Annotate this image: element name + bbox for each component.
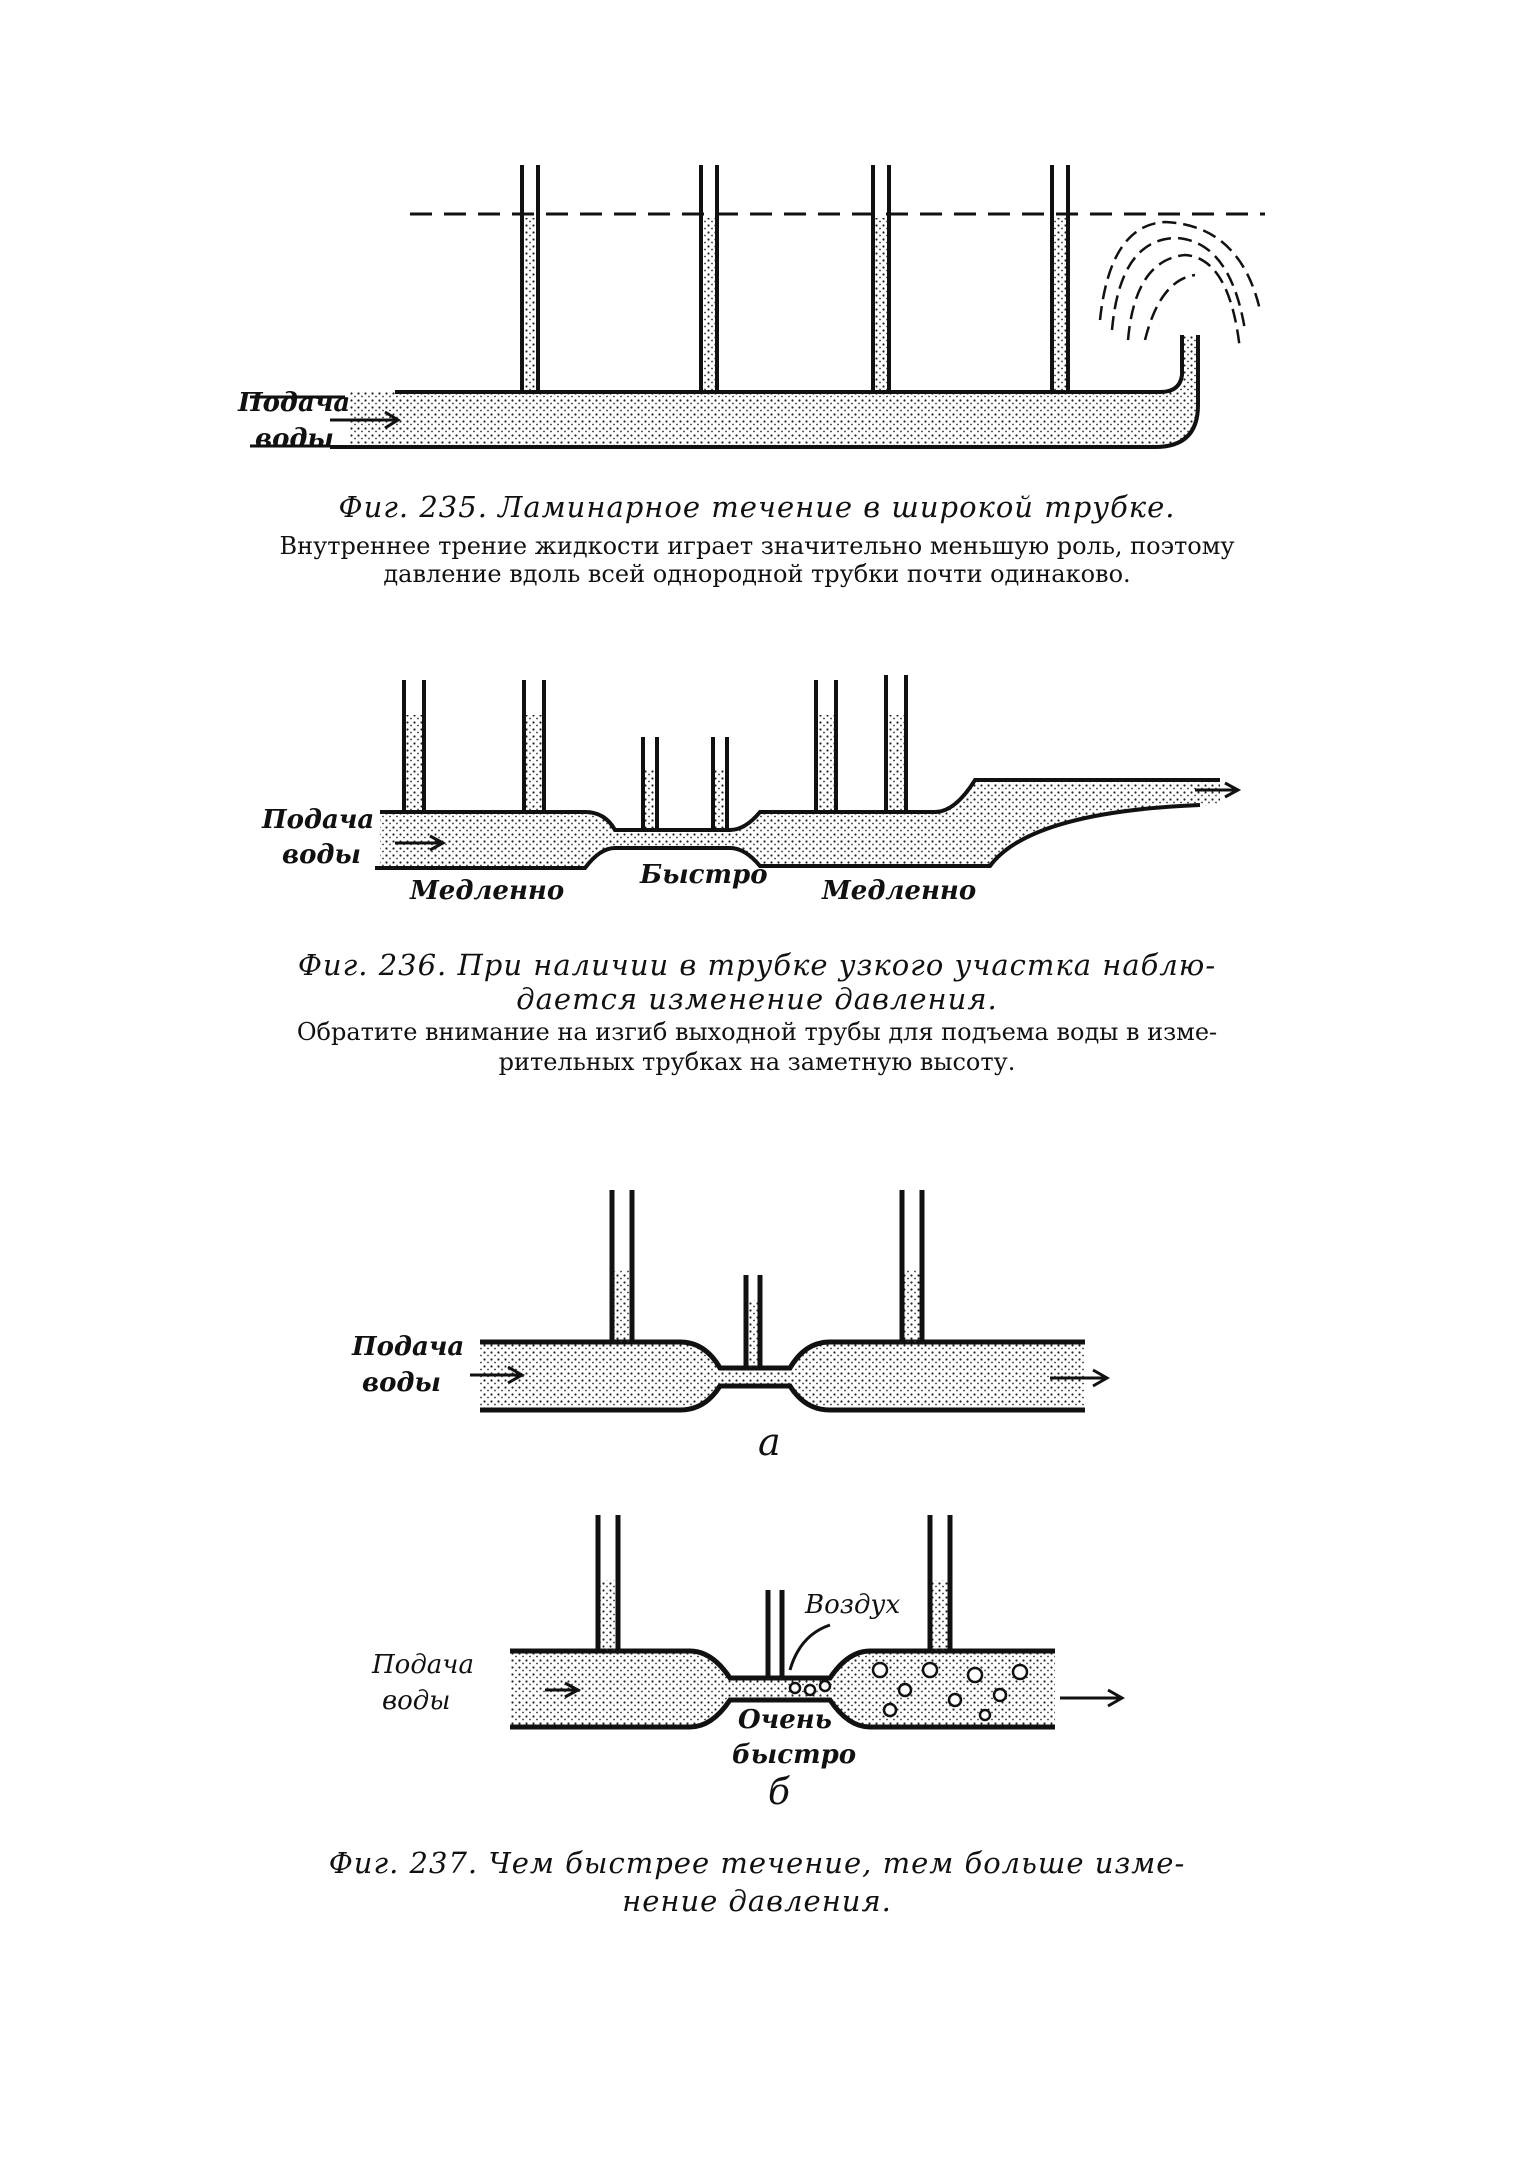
- fig235-label-water: воды: [255, 424, 334, 454]
- fig237a-label-supply: Подача: [352, 1332, 465, 1362]
- fig236-text-line2: рительных трубках на заметную высоту.: [498, 1048, 1016, 1076]
- fig237b-label-fast: быстро: [732, 1740, 857, 1770]
- fig236-label-supply: Подача: [262, 805, 375, 835]
- fig237b-label-air: Воздух: [805, 1590, 901, 1620]
- fig235-label-supply: Подача: [238, 388, 351, 418]
- fig237b-label-very: Очень: [738, 1705, 832, 1735]
- fig237-caption-line2: нение давления.: [622, 1884, 892, 1918]
- fig237b-label-water: воды: [382, 1686, 451, 1716]
- figure-235-diagram: [250, 165, 1265, 449]
- fig235-caption: Фиг. 235. Ламинарное течение в широкой т…: [338, 490, 1176, 524]
- fig236-label-slow-left: Медленно: [410, 876, 565, 906]
- fig236-caption-line1: Фиг. 236. При наличии в трубке узкого уч…: [297, 948, 1217, 982]
- fig236-text-line1: Обратите внимание на изгиб выходной труб…: [296, 1018, 1218, 1046]
- fig236-label-slow-right: Медленно: [822, 876, 977, 906]
- fig235-text-line1: Внутреннее трение жидкости играет значит…: [279, 532, 1235, 560]
- fig236-label-fast: Быстро: [640, 860, 768, 890]
- figure-237a-diagram: [470, 1190, 1111, 1413]
- fig237b-letter: б: [768, 1772, 790, 1813]
- fig237a-letter: а: [758, 1420, 781, 1464]
- figure-237b-diagram: [510, 1515, 1126, 1730]
- figure-236-diagram: [375, 675, 1242, 870]
- fig236-label-water: воды: [282, 840, 361, 870]
- fig236-caption-line2: дается изменение давления.: [516, 982, 998, 1016]
- fig237-caption-line1: Фиг. 237. Чем быстрее течение, тем больш…: [328, 1846, 1186, 1880]
- fig237a-label-water: воды: [362, 1368, 441, 1398]
- fig235-text-line2: давление вдоль всей однородной трубки по…: [383, 560, 1131, 588]
- fig237b-label-supply: Подача: [372, 1650, 474, 1680]
